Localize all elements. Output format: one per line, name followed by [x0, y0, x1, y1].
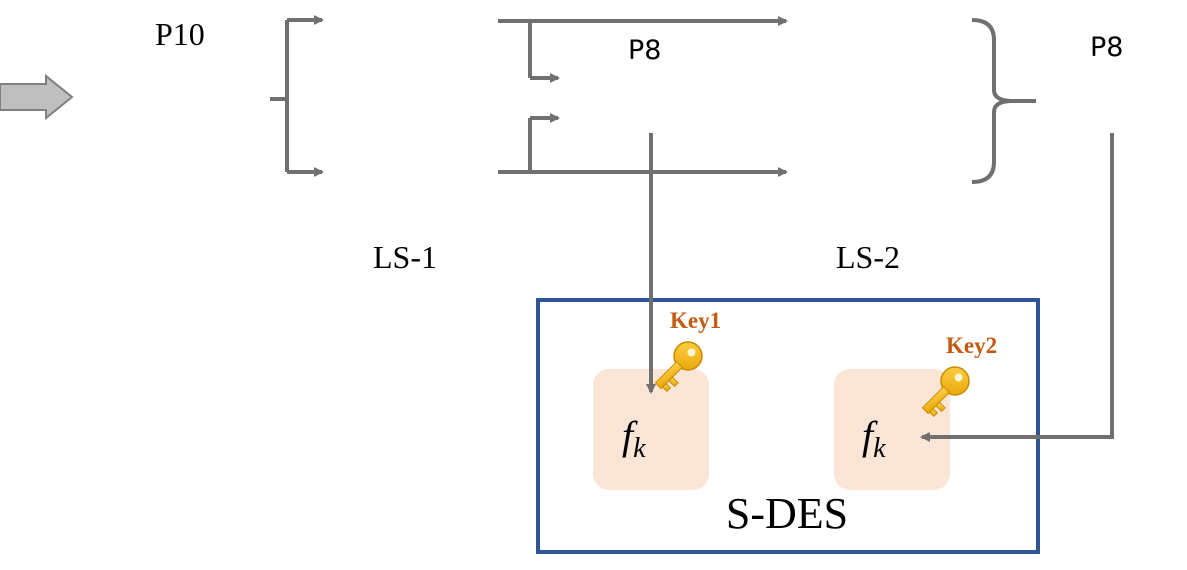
- block-arrow-right-icon: [0, 73, 74, 121]
- key-icon: [654, 341, 703, 393]
- key2-arrow: [920, 133, 1114, 442]
- p8-middle-label: P8: [628, 35, 661, 66]
- key2-label: Key2: [946, 333, 997, 358]
- merge-brace: [971, 18, 1036, 184]
- sdes-label: S-DES: [726, 489, 848, 538]
- ls1-label: LS-1: [373, 239, 437, 275]
- fk-2-sub: k: [873, 433, 886, 464]
- sdes-box: [536, 298, 1040, 554]
- key-icon: [921, 366, 970, 418]
- top-path-arrows: [498, 16, 788, 83]
- fk-box-2: [834, 369, 950, 490]
- key1-label: Key1: [670, 308, 721, 333]
- ls2-label: LS-2: [836, 239, 900, 275]
- p8-right-label: P8: [1090, 32, 1123, 63]
- p10-label: P10: [155, 16, 205, 52]
- bottom-path-arrows: [498, 113, 788, 177]
- fk-box-1: [593, 369, 709, 490]
- fk-1-sub: k: [633, 433, 646, 464]
- split-bracket: [270, 15, 324, 177]
